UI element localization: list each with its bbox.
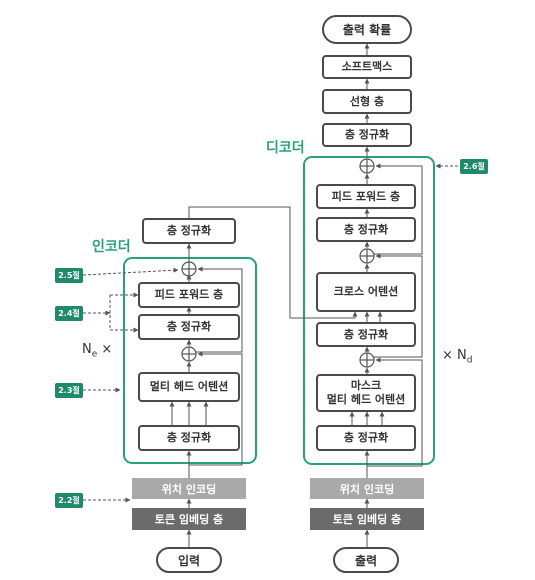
encoder-multi-head-attention: 멀티 헤드 어텐션 xyxy=(138,372,240,402)
badge-section-2-4: 2.4절 xyxy=(55,306,83,321)
badge-section-2-2: 2.2절 xyxy=(55,493,83,508)
encoder-frame xyxy=(123,257,257,464)
badge-section-2-3: 2.3절 xyxy=(55,383,83,398)
decoder-input: 출력 xyxy=(333,547,399,573)
decoder-cross-attention: 크로스 어텐션 xyxy=(316,272,416,312)
encoder-add-node-1 xyxy=(181,346,197,362)
encoder-title: 인코더 xyxy=(92,239,131,255)
decoder-norm-2: 층 정규화 xyxy=(316,322,416,347)
encoder-repeat-label: Ne × xyxy=(82,342,113,360)
decoder-linear: 선형 층 xyxy=(322,89,412,114)
decoder-softmax: 소프트맥스 xyxy=(322,55,412,79)
encoder-feed-forward: 피드 포워드 층 xyxy=(138,282,240,308)
encoder-input: 입력 xyxy=(156,547,222,573)
decoder-masked-multi-head-attention: 마스크 멀티 헤드 어텐션 xyxy=(316,374,416,412)
encoder-norm-2: 층 정규화 xyxy=(138,314,240,340)
encoder-norm-1: 층 정규화 xyxy=(138,425,240,451)
encoder-token-embedding: 토큰 임베딩 층 xyxy=(132,508,246,530)
badge-section-2-5: 2.5절 xyxy=(55,268,83,283)
decoder-norm-3: 층 정규화 xyxy=(316,217,416,242)
decoder-add-node-3 xyxy=(359,158,375,174)
decoder-repeat-label: × Nd xyxy=(442,348,473,366)
decoder-add-node-1 xyxy=(359,352,375,368)
encoder-final-norm: 층 정규화 xyxy=(142,218,236,244)
decoder-token-embedding: 토큰 임베딩 층 xyxy=(310,508,424,530)
decoder-feed-forward: 피드 포워드 층 xyxy=(316,184,416,209)
badge-section-2-6: 2.6절 xyxy=(460,159,488,174)
decoder-frame xyxy=(303,156,435,465)
decoder-add-node-2 xyxy=(359,248,375,264)
decoder-final-norm: 층 정규화 xyxy=(322,123,412,147)
decoder-norm-1: 층 정규화 xyxy=(316,425,416,451)
encoder-add-node-2 xyxy=(181,261,197,277)
decoder-output-probabilities: 출력 확률 xyxy=(322,15,412,44)
decoder-title: 디코더 xyxy=(266,140,305,156)
encoder-position-encoding: 위치 인코딩 xyxy=(132,478,246,499)
decoder-position-encoding: 위치 인코딩 xyxy=(310,478,424,499)
